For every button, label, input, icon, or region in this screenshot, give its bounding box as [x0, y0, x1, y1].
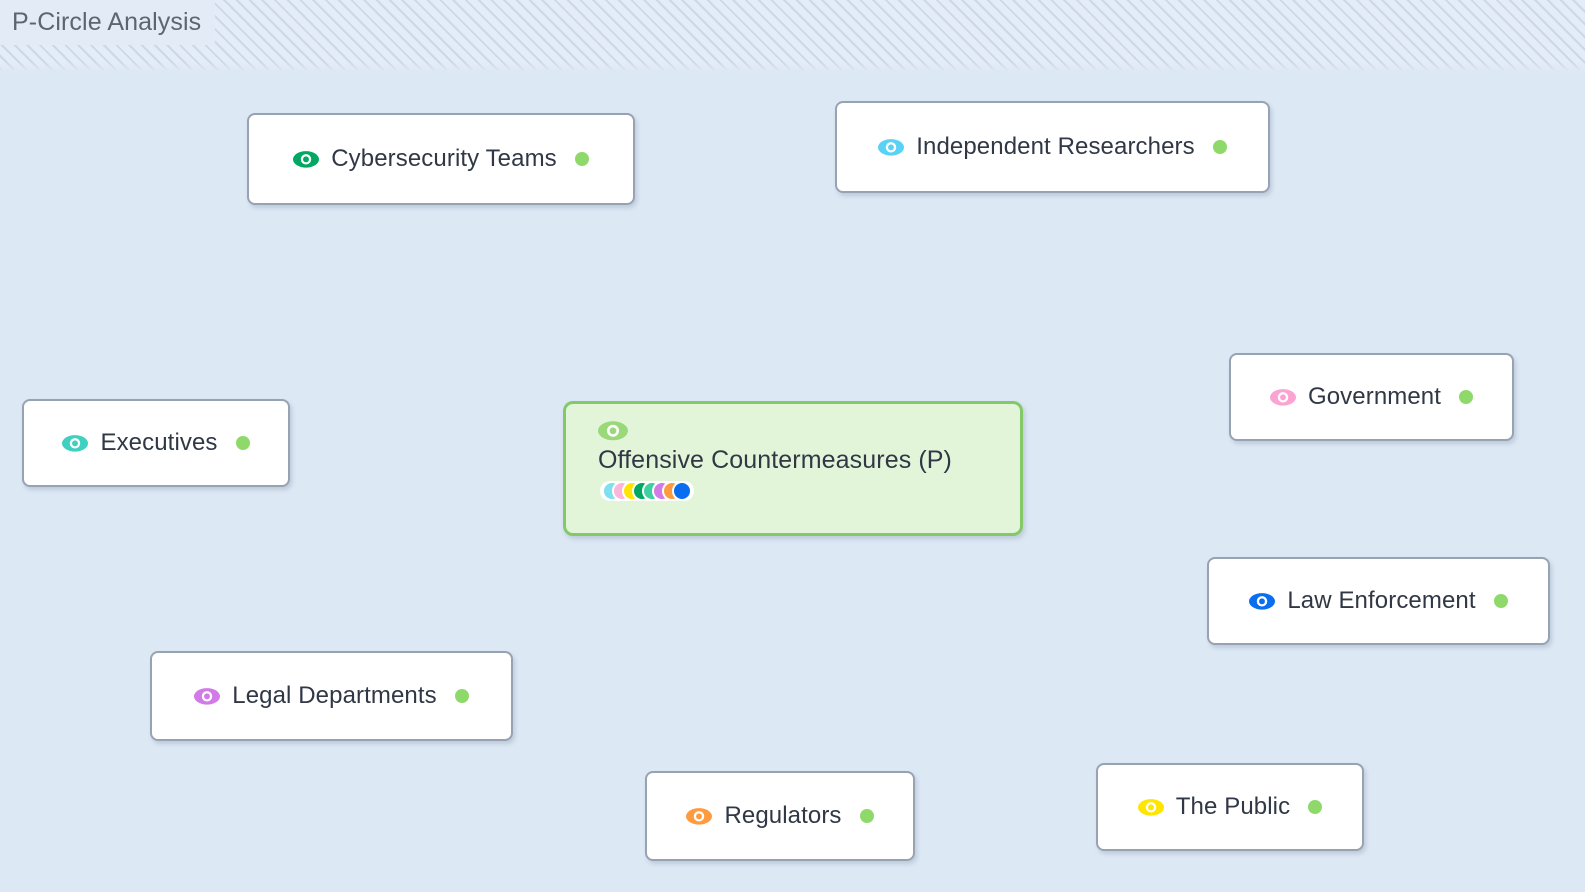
eye-icon-shape: [1249, 592, 1276, 610]
node-content: Regulators: [668, 802, 891, 830]
eye-icon: [878, 138, 905, 157]
header-fade-divider: [0, 62, 1585, 76]
status-dot: [1459, 390, 1474, 404]
cluster-dot-blue: [672, 480, 692, 501]
connected-stakeholders-dot-cluster: [600, 480, 694, 501]
node-label: Government: [1307, 383, 1442, 410]
status-dot: [1308, 800, 1323, 814]
status-dot: [454, 689, 469, 703]
node-content: Independent Researchers: [860, 133, 1245, 161]
eye-icon-shape: [686, 807, 713, 825]
eye-icon: [194, 687, 221, 706]
node-independent-researchers[interactable]: Independent Researchers: [835, 101, 1270, 193]
node-legal-departments[interactable]: Legal Departments: [150, 651, 513, 741]
node-label: The Public: [1175, 793, 1291, 820]
status-dot: [574, 152, 589, 166]
node-label: Executives: [100, 429, 218, 456]
status-dot: [1212, 140, 1227, 154]
app-header: P-Circle Analysis: [0, 0, 1585, 70]
node-label: Cybersecurity Teams: [331, 145, 557, 172]
node-content: Government: [1252, 383, 1491, 411]
eye-icon: [598, 420, 628, 442]
eye-icon-shape: [1269, 388, 1296, 406]
page-title: P-Circle Analysis: [12, 8, 202, 36]
eye-icon-shape: [1137, 798, 1164, 816]
eye-icon-shape: [293, 150, 320, 168]
header-title-tab: P-Circle Analysis: [0, 0, 216, 45]
eye-icon: [686, 807, 713, 826]
node-regulators[interactable]: Regulators: [645, 771, 915, 861]
node-label: Law Enforcement: [1287, 587, 1476, 614]
eye-icon: [62, 434, 89, 453]
node-government[interactable]: Government: [1229, 353, 1514, 441]
diagram-canvas: Cybersecurity Teams Independent Researche…: [0, 70, 1585, 892]
node-offensive-countermeasures-p[interactable]: Offensive Countermeasures (P): [563, 401, 1023, 536]
eye-icon-shape: [598, 421, 628, 441]
status-dot: [859, 809, 874, 823]
eye-icon: [1249, 592, 1276, 611]
node-content: Legal Departments: [176, 682, 486, 710]
node-cybersecurity-teams[interactable]: Cybersecurity Teams: [247, 113, 635, 205]
eye-icon-shape: [878, 138, 905, 156]
status-dot: [1493, 594, 1508, 608]
node-content: Executives: [44, 429, 267, 457]
status-dot: [235, 436, 250, 450]
node-content: The Public: [1120, 793, 1340, 821]
center-node-label: Offensive Countermeasures (P): [598, 445, 952, 474]
node-the-public[interactable]: The Public: [1096, 763, 1364, 851]
eye-icon-shape: [62, 434, 89, 452]
node-executives[interactable]: Executives: [22, 399, 290, 487]
node-content: Law Enforcement: [1231, 587, 1525, 615]
node-law-enforcement[interactable]: Law Enforcement: [1207, 557, 1550, 645]
eye-icon: [1137, 798, 1164, 817]
eye-icon: [1269, 388, 1296, 407]
eye-icon-shape: [194, 687, 221, 705]
eye-icon: [293, 150, 320, 169]
node-label: Regulators: [724, 802, 842, 829]
node-content: Cybersecurity Teams: [275, 145, 607, 173]
node-label: Legal Departments: [232, 682, 437, 709]
node-label: Independent Researchers: [916, 133, 1195, 160]
